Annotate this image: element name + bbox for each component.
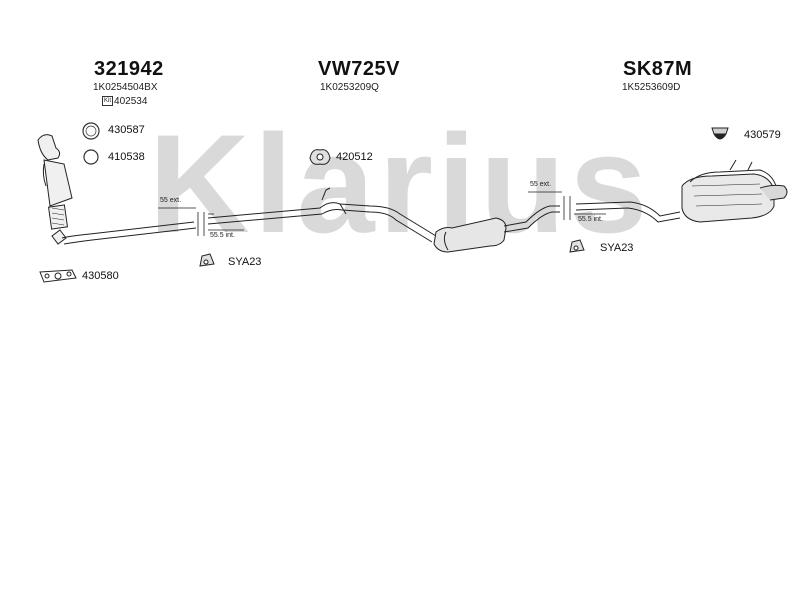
joint-right xyxy=(528,191,606,220)
dim-ext-left: 55 ext. xyxy=(160,197,182,204)
front-pipe xyxy=(61,221,197,245)
part-430579-label: 430579 xyxy=(744,129,781,141)
sya23-left-label: SYA23 xyxy=(228,256,262,268)
middle-section-oem: 1K0253209Q xyxy=(320,82,379,93)
gasket-430580-icon xyxy=(39,269,77,283)
part-410538-label: 410538 xyxy=(108,151,145,163)
middle-pipe-rear xyxy=(503,205,560,233)
right-section-oem: 1K5253609D xyxy=(622,82,681,93)
right-section-code: SK87M xyxy=(623,58,693,80)
clamp-430587-icon xyxy=(82,122,100,140)
left-section-code: 321942 xyxy=(94,58,164,80)
gasket-410538-icon xyxy=(83,149,99,165)
rear-silencer xyxy=(681,159,788,223)
left-section-oem: 1K0254504BX xyxy=(93,82,158,93)
rubber-hanger-right-icon xyxy=(569,239,585,253)
middle-section-code: VW725V xyxy=(318,58,400,80)
mount-420512-icon xyxy=(309,149,331,165)
left-kit-number: 402534 xyxy=(114,96,148,107)
sya23-right-label: SYA23 xyxy=(600,242,634,254)
part-420512-label: 420512 xyxy=(336,151,373,163)
rubber-hanger-left-icon xyxy=(199,253,215,267)
part-430587-label: 430587 xyxy=(108,124,145,136)
brand-watermark: Klarius xyxy=(149,105,652,262)
dim-int-right: 55.5 int. xyxy=(578,216,603,223)
middle-pipe xyxy=(207,187,437,243)
dim-ext-right: 55 ext. xyxy=(530,181,552,188)
mount-430579-icon xyxy=(711,127,729,140)
rear-pipe xyxy=(575,201,681,223)
centre-silencer xyxy=(433,217,507,253)
dim-int-left: 55.5 int. xyxy=(210,232,235,239)
kit-badge: Kit xyxy=(102,96,114,107)
part-430580-label: 430580 xyxy=(82,270,119,282)
catalytic-converter xyxy=(37,134,73,245)
joint-left xyxy=(158,207,244,236)
